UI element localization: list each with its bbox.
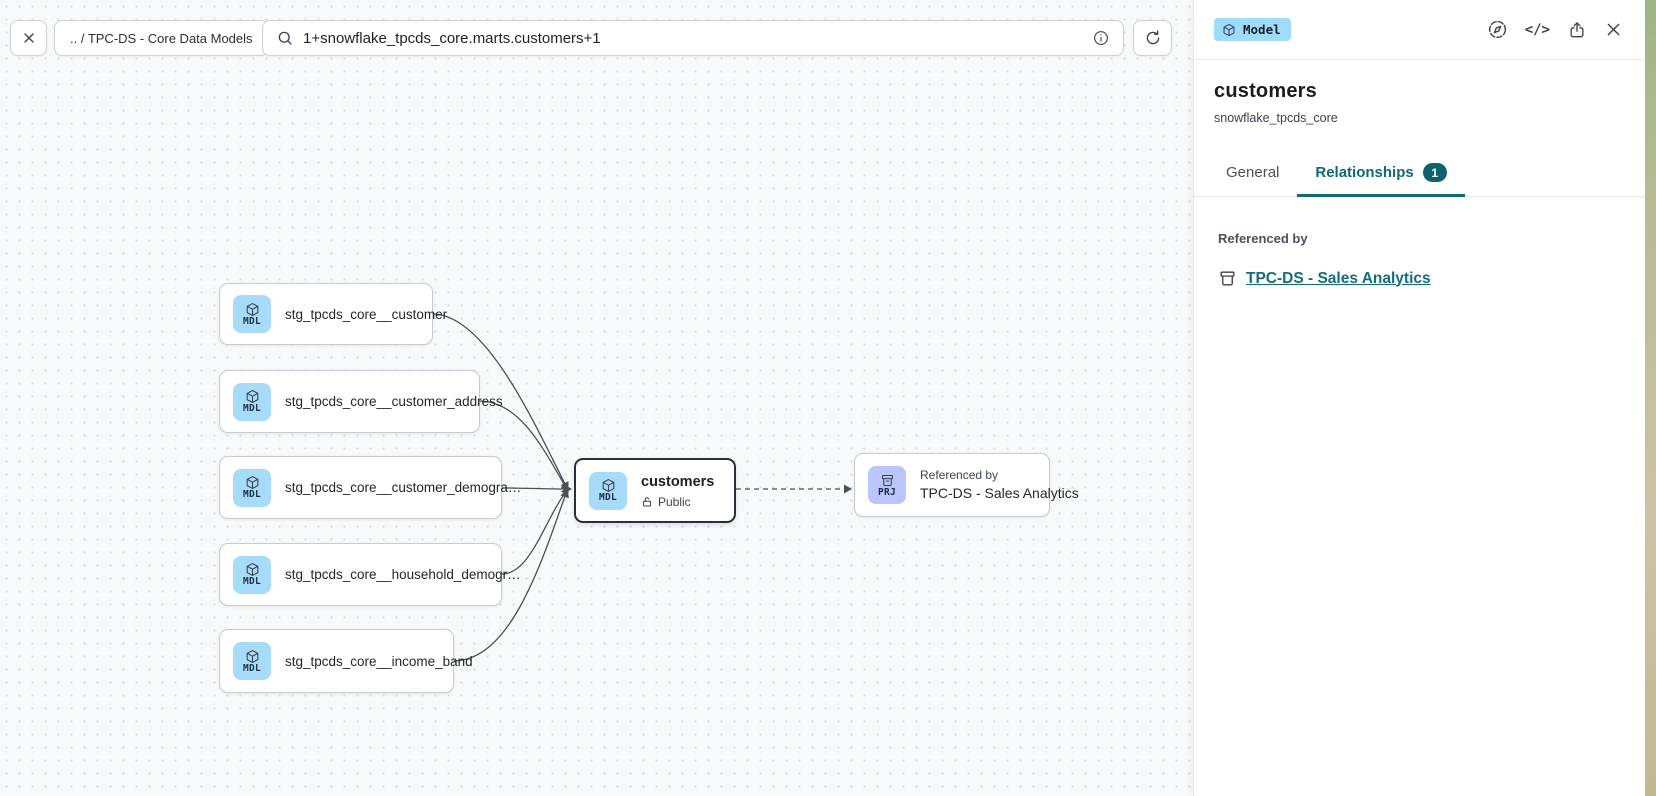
model-type-badge-label: Model [1243,22,1281,37]
breadcrumb[interactable]: .. / TPC-DS - Core Data Models [54,20,269,56]
close-icon [21,30,37,46]
lineage-node-stg-household-demographics[interactable]: MDL stg_tpcds_core__household_demogr… [219,543,521,606]
cube-icon [1222,23,1236,37]
lineage-node-stg-customer-address[interactable]: MDL stg_tpcds_core__customer_address [219,370,503,433]
model-chip: MDL [233,295,271,333]
model-chip: MDL [589,471,627,510]
tab-general[interactable]: General [1208,151,1297,196]
lineage-node-customers[interactable]: MDL customers Public [574,458,736,523]
cube-icon [245,649,260,664]
node-kind-label: MDL [242,315,262,327]
node-label: stg_tpcds_core__customer [285,306,448,322]
lineage-node-stg-customer[interactable]: MDL stg_tpcds_core__customer [219,283,447,345]
panel-tabs: General Relationships 1 [1194,151,1645,197]
node-kind-label: PRJ [877,486,897,498]
code-icon[interactable]: </> [1524,21,1550,38]
node-label: TPC-DS - Sales Analytics [920,484,1079,501]
details-panel-header: Model </> [1194,0,1645,60]
model-chip: MDL [233,468,271,507]
model-chip: MDL [233,382,271,421]
node-title: customers [641,473,715,490]
archive-box-icon [1218,269,1237,288]
close-panel-icon[interactable] [1604,20,1623,39]
cube-icon [245,302,260,317]
node-kind-label: MDL [242,489,262,500]
model-chip: MDL [233,555,271,594]
lineage-node-stg-customer-demographics[interactable]: MDL stg_tpcds_core__customer_demogra… [219,456,521,519]
lineage-node-stg-income-band[interactable]: MDL stg_tpcds_core__income_band [219,629,473,693]
referenced-by-heading: Referenced by [1218,231,1308,246]
node-label: stg_tpcds_core__customer_address [285,394,503,409]
package-subtitle: snowflake_tpcds_core [1214,111,1338,125]
referenced-by-item[interactable]: TPC-DS - Sales Analytics [1218,269,1621,288]
node-caption: Referenced by [920,467,999,482]
search-icon [276,29,294,47]
refresh-icon [1144,29,1162,47]
node-label: stg_tpcds_core__customer_demogra… [285,480,522,495]
close-lineage-button[interactable] [10,20,47,56]
explore-compass-icon[interactable] [1487,19,1508,40]
desktop-edge-strip [1645,0,1656,796]
model-type-badge: Model [1214,18,1291,41]
tab-relationships-label: Relationships [1315,164,1414,181]
project-chip: PRJ [868,466,906,504]
lineage-edges [432,313,852,662]
tab-relationships[interactable]: Relationships 1 [1297,151,1466,197]
cube-icon [245,562,260,577]
visibility-label: Public [658,494,691,509]
breadcrumb-label: .. / TPC-DS - Core Data Models [70,30,253,46]
share-icon[interactable] [1567,20,1587,40]
archive-box-icon [880,473,895,488]
node-kind-label: MDL [242,403,262,414]
cube-icon [245,475,260,490]
node-label: stg_tpcds_core__household_demogr… [285,567,521,582]
node-kind-label: MDL [598,492,618,503]
tab-general-label: General [1226,164,1280,181]
lineage-node-referenced-project[interactable]: PRJ Referenced by TPC-DS - Sales Analyti… [854,453,1079,517]
refresh-button[interactable] [1133,20,1172,56]
model-chip: MDL [233,642,271,680]
node-kind-label: MDL [242,662,262,674]
node-label: stg_tpcds_core__income_band [285,653,473,669]
node-kind-label: MDL [242,576,262,587]
search-input[interactable] [303,29,1083,47]
cube-icon [601,478,616,493]
referenced-by-project-link[interactable]: TPC-DS - Sales Analytics [1246,269,1431,287]
cube-icon [245,389,260,404]
lineage-search-bar [262,20,1124,56]
info-icon[interactable] [1092,29,1110,47]
lock-open-icon [641,496,653,508]
page-title: customers [1214,80,1317,102]
relationships-count-badge: 1 [1422,163,1447,182]
details-panel: Model </> customers snowflake_tpcds_core… [1193,0,1645,796]
